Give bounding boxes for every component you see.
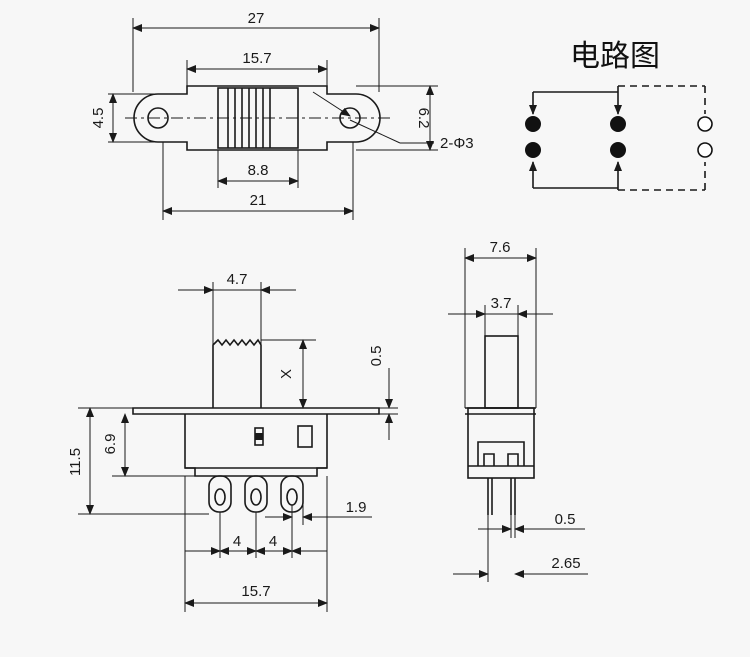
body-slot — [297, 425, 313, 448]
circuit-diagram: 电路图 — [525, 39, 713, 191]
dim-front-knob-width-label: 4.7 — [227, 271, 248, 288]
dim-pitch-left-label: 4 — [233, 533, 241, 550]
dim-body-height-label: 6.2 — [415, 108, 432, 129]
slide-knob-top — [217, 87, 299, 149]
circuit-title: 电路图 — [570, 39, 660, 74]
contact-filled — [525, 116, 541, 132]
dim-knob-travel-label: X — [278, 369, 295, 379]
mounting-plate-outline — [133, 85, 381, 151]
dim-plate-width-label: 7.6 — [490, 239, 511, 256]
dim-pin-offset-label: 1.9 — [346, 499, 367, 516]
dim-height-label: 4.5 — [90, 108, 107, 129]
dim-pin-thickness-label: 0.5 — [555, 511, 576, 528]
dim-front-body-length-label: 15.7 — [241, 583, 270, 600]
switch-body-side — [467, 407, 535, 479]
slide-knob-side — [484, 335, 519, 409]
solder-pins — [208, 475, 304, 513]
mounting-plate-front — [132, 407, 380, 415]
contact-filled — [610, 116, 626, 132]
dim-slot-length-label: 15.7 — [242, 50, 271, 67]
dim-holes-label: 2-Φ3 — [440, 135, 474, 152]
dim-pin-spacing-label: 2.65 — [551, 555, 580, 572]
contact-filled — [525, 142, 541, 158]
front-view: 4.7 X 0.5 — [67, 271, 398, 612]
dim-overall-length-label: 27 — [248, 10, 265, 27]
dim-side-knob-width-label: 3.7 — [491, 295, 512, 312]
contact-open — [697, 142, 713, 158]
top-view: 27 15.7 4.5 6.2 — [90, 10, 474, 220]
side-view: 7.6 3.7 0.5 2.65 — [448, 239, 588, 582]
dim-body-height-front-label: 6.9 — [102, 434, 119, 455]
slide-knob-front — [212, 338, 262, 408]
dim-total-height-label: 11.5 — [67, 448, 84, 476]
dim-plate-thickness-label: 0.5 — [368, 346, 385, 367]
contact-open — [697, 116, 713, 132]
dim-pitch-right-label: 4 — [269, 533, 277, 550]
dim-knob-width-label: 8.8 — [248, 162, 269, 179]
dim-body-length-label: 21 — [250, 192, 267, 209]
contact-filled — [610, 142, 626, 158]
